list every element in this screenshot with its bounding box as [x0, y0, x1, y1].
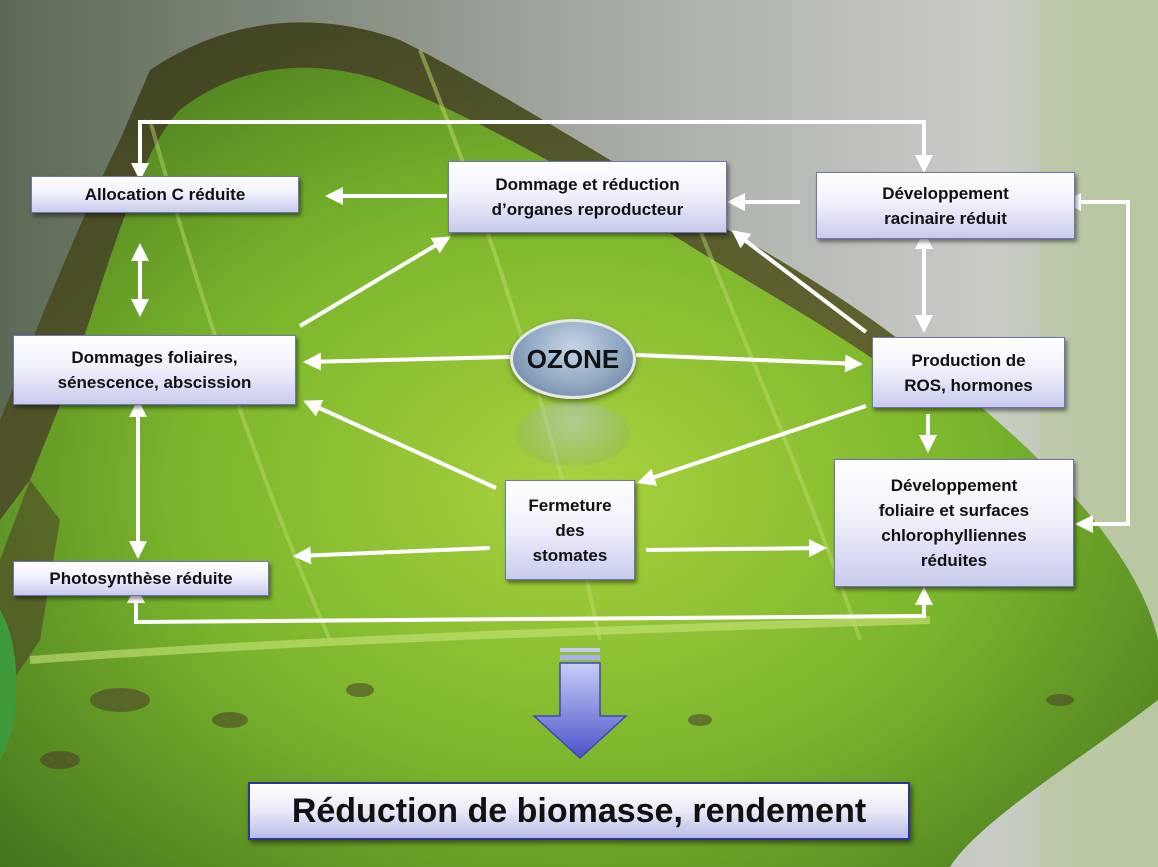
result-box: Réduction de biomasse, rendement: [248, 782, 910, 840]
down-arrow-icon: [532, 648, 628, 760]
arrow-foliaires-to-organes: [298, 236, 451, 328]
arrow-ros-to-organes: [731, 230, 868, 334]
arrow-right-loop: [1063, 193, 1130, 533]
arrow-bottom-loop: [127, 585, 933, 625]
arrow-top-loop: [131, 120, 933, 181]
node-dommages-foliaires: Dommages foliaires, sénescence, abscissi…: [13, 335, 296, 405]
arrow-fermeture-to-foliaires: [303, 399, 497, 490]
node-fermeture-stomates: Fermeture des stomates: [505, 480, 635, 580]
node-allocation-c: Allocation C réduite: [31, 176, 299, 213]
node-developpement-foliaire: Développement foliaire et surfaces chlor…: [834, 459, 1074, 587]
ozone-center: OZONE: [510, 319, 636, 399]
node-developpement-racinaire: Développement racinaire réduit: [816, 172, 1075, 239]
node-dommage-organes: Dommage et réduction d’organes reproduct…: [448, 161, 727, 233]
arrow-fermeture-to-photosynthese: [293, 546, 491, 565]
node-photosynthese: Photosynthèse réduite: [13, 561, 269, 596]
ozone-reflection: [516, 402, 630, 466]
node-production-ros: Production de ROS, hormones: [872, 337, 1065, 408]
arrow-ozone-to-foliaires: [303, 352, 511, 371]
arrow-ozone-to-ros: [635, 353, 863, 373]
arrow-fermeture-to-dev-foliaire: [645, 539, 827, 558]
arrow-ros-to-fermeture: [637, 404, 867, 486]
